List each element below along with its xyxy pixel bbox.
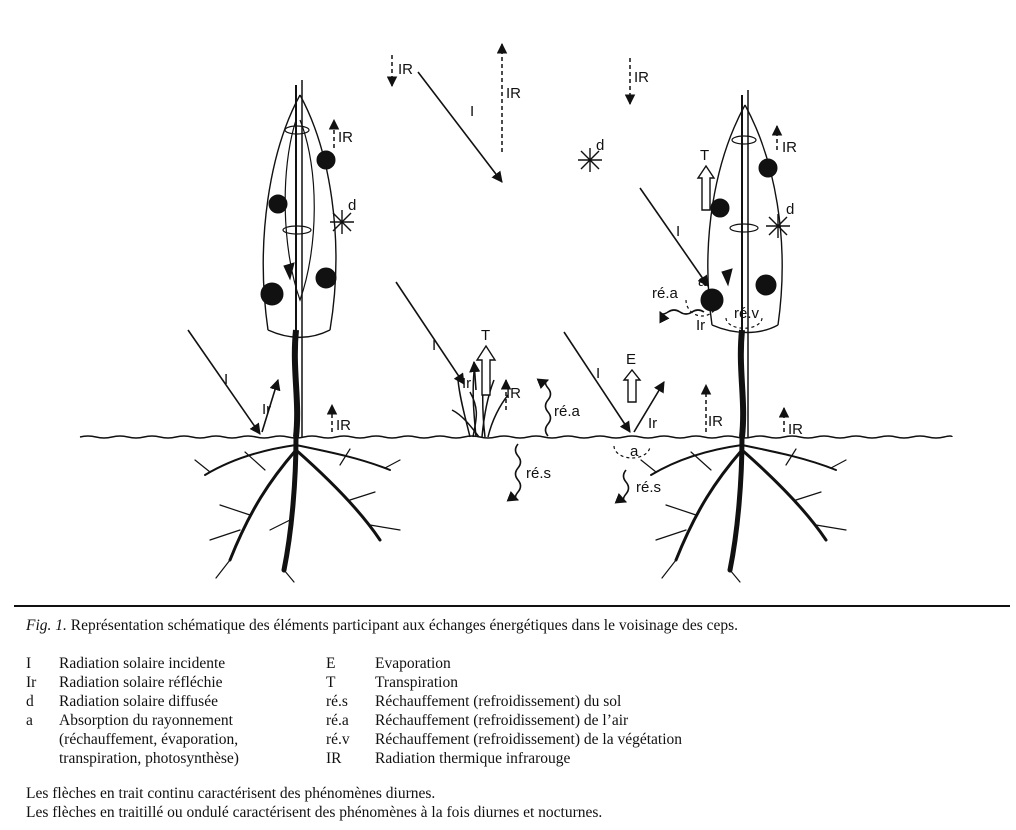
legend-description: Radiation solaire diffusée (59, 692, 326, 711)
legend-symbol: ré.s (326, 692, 375, 711)
right-vine-roots (641, 437, 846, 582)
left-vine (261, 80, 336, 437)
legend-symbol: a (26, 711, 59, 730)
label-IR-8: IR (708, 413, 723, 430)
legend-symbol: E (326, 654, 375, 673)
legend-description: Evaporation (375, 654, 1006, 673)
legend-row: (réchauffement, évaporation, ré.v Réchau… (26, 730, 1006, 749)
left-vine-roots (195, 437, 400, 582)
label-IR-7: IR (506, 385, 521, 402)
label-IR-3: IR (634, 69, 649, 86)
label-d-2: d (348, 197, 356, 214)
right-vine (701, 90, 782, 437)
legend-description: Radiation thermique infrarouge (375, 749, 1006, 768)
label-res-2: ré.s (636, 479, 661, 496)
legend-row: d Radiation solaire diffusée ré.s Réchau… (26, 692, 1006, 711)
label-a-1: a (698, 273, 707, 290)
label-d-3: d (786, 201, 794, 218)
legend-symbol: T (326, 673, 375, 692)
label-res-1: ré.s (526, 465, 551, 482)
label-IR-5: IR (782, 139, 797, 156)
label-d-1: d (596, 137, 604, 154)
legend-row: I Radiation solaire incidente E Evaporat… (26, 654, 1006, 673)
legend-symbol (26, 749, 59, 768)
legend-description: Radiation solaire incidente (59, 654, 326, 673)
legend-symbol: ré.a (326, 711, 375, 730)
label-IR-4: IR (338, 129, 353, 146)
caption-text: Représentation schématique des éléments … (67, 617, 738, 634)
legend-symbol: Ir (26, 673, 59, 692)
legend-description: Réchauffement (refroidissement) du sol (375, 692, 1006, 711)
note-line: Les flèches en trait continu caractérise… (26, 784, 602, 803)
label-rea-1: ré.a (554, 403, 581, 420)
legend: I Radiation solaire incidente E Evaporat… (26, 654, 1006, 768)
figure-label: Fig. 1. (26, 617, 67, 634)
legend-symbol: ré.v (326, 730, 375, 749)
ground-line (80, 436, 952, 438)
label-Ir-1: Ir (262, 401, 271, 418)
energy-exchange-diagram: IR IR IR IR IR IR IR IR IR I I I I I Ir … (0, 0, 1016, 600)
legend-description: Réchauffement (refroidissement) de la vé… (375, 730, 1006, 749)
label-rea-2: ré.a (652, 285, 679, 302)
legend-description: Absorption du rayonnement (59, 711, 326, 730)
label-IR-2: IR (506, 85, 521, 102)
legend-description: Radiation solaire réfléchie (59, 673, 326, 692)
label-IR-1: IR (398, 61, 413, 78)
label-rev: ré.v (734, 305, 760, 322)
label-T-1: T (481, 327, 490, 344)
label-I-1: I (224, 371, 228, 388)
label-I-3: I (432, 337, 436, 354)
label-IR-6: IR (336, 417, 351, 434)
caption-divider (14, 605, 1010, 607)
legend-description: Réchauffement (refroidissement) de l’air (375, 711, 1006, 730)
diffuse-star-icons (330, 148, 790, 238)
label-T-2: T (700, 147, 709, 164)
label-Ir-3: Ir (462, 375, 471, 392)
legend-symbol (26, 730, 59, 749)
label-a-2: a (630, 443, 639, 460)
notes: Les flèches en trait continu caractérise… (26, 784, 602, 822)
label-I-5: I (676, 223, 680, 240)
legend-symbol: I (26, 654, 59, 673)
note-line: Les flèches en traitillé ou ondulé carac… (26, 803, 602, 822)
legend-row: Ir Radiation solaire réfléchie T Transpi… (26, 673, 1006, 692)
ir-arrows (332, 44, 784, 432)
legend-description: transpiration, photosynthèse) (59, 749, 326, 768)
figure-caption: Fig. 1. Représentation schématique des é… (26, 616, 1006, 635)
label-Ir-4: Ir (696, 317, 705, 334)
label-IR-9: IR (788, 421, 803, 438)
label-I-2: I (470, 103, 474, 120)
legend-symbol: IR (326, 749, 375, 768)
legend-description: (réchauffement, évaporation, (59, 730, 326, 749)
legend-symbol: d (26, 692, 59, 711)
reflected-arrows (262, 362, 664, 432)
legend-row: a Absorption du rayonnement ré.a Réchauf… (26, 711, 1006, 730)
legend-description: Transpiration (375, 673, 1006, 692)
legend-row: transpiration, photosynthèse) IR Radiati… (26, 749, 1006, 768)
label-E: E (626, 351, 636, 368)
label-Ir-2: Ir (648, 415, 657, 432)
label-I-4: I (596, 365, 600, 382)
